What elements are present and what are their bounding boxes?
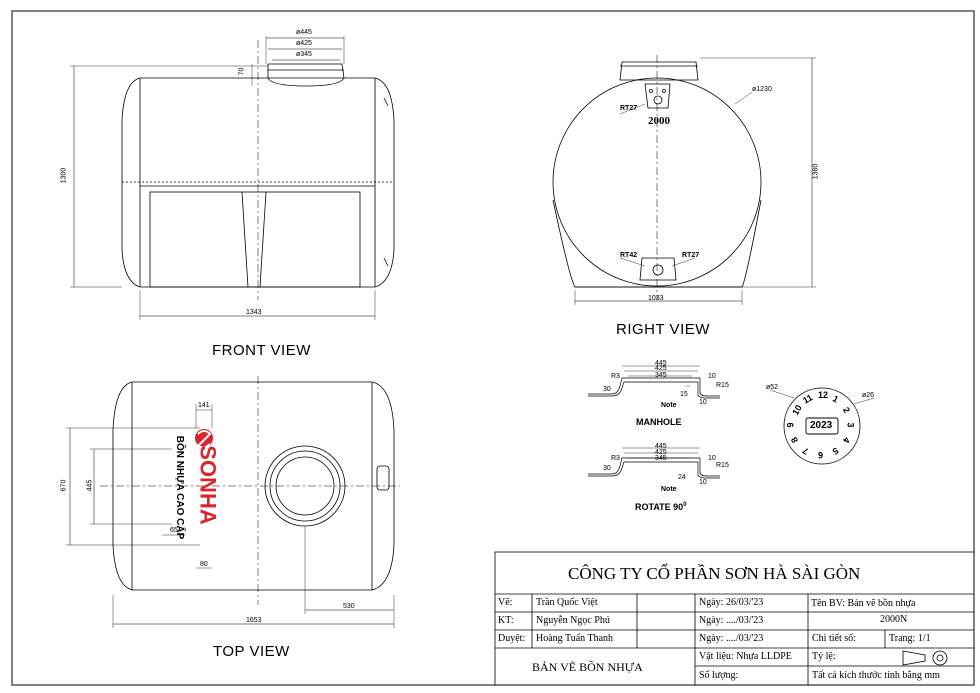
rotate-dim-24: 24 — [678, 474, 686, 481]
right-rt27-top: RT27 — [620, 105, 638, 112]
rotate-dim-10a: 10 — [708, 455, 716, 462]
top-dim-w141: 141 — [198, 402, 210, 409]
rotate-note: Note — [661, 486, 677, 493]
right-view-drawing — [552, 55, 816, 305]
manhole-dim-10b: 10 — [699, 399, 707, 406]
right-view-title: RIGHT VIEW — [616, 321, 710, 338]
company-name: CÔNG TY CỔ PHẦN SƠN HÀ SÀI GÒN — [568, 564, 861, 583]
page-number: Trang: 1/1 — [889, 633, 931, 644]
manhole-dim-445: 445 — [655, 360, 667, 367]
right-dim-w1033: 1033 — [648, 295, 664, 302]
rotate-detail-drawing — [588, 447, 720, 479]
top-dim-h670: 670 — [60, 479, 68, 492]
front-dim-h1300: 1300 — [60, 167, 68, 184]
rotate-degree: 0 — [683, 502, 687, 508]
front-view-title: FRONT VIEW — [212, 342, 311, 359]
front-dim-d445: ø445 — [296, 29, 312, 36]
manhole-dim-15: 15 — [680, 391, 688, 398]
top-dim-w1653: 1653 — [246, 617, 262, 624]
rotate-dim-425: 425 — [655, 449, 667, 456]
top-dim-w65: 65 — [170, 527, 178, 534]
quantity-label: Số lượng: — [699, 670, 739, 681]
right-capacity-label: 2000 — [648, 115, 670, 127]
scale-label: Tỷ lệ: — [812, 651, 836, 662]
stamp-month-12: 12 — [818, 390, 829, 400]
brand-name: SONHA — [195, 445, 221, 525]
manhole-dim-30: 30 — [603, 386, 611, 393]
manhole-dim-345: 345 — [655, 372, 667, 379]
tb-date-drawn: Ngày: 26/03/'23 — [699, 597, 764, 608]
rotate-dim-r3: R3 — [611, 455, 620, 462]
rotate-dim-345: 345 — [655, 455, 667, 462]
tb-date-approved: Ngày: ..../03/'23 — [699, 633, 764, 644]
right-dim-h1360: 1360 — [812, 163, 820, 180]
sheet-border — [11, 10, 975, 686]
stamp-month-9: 9 — [785, 422, 796, 428]
tb-name-drawn: Trần Quốc Việt — [536, 597, 598, 608]
front-view-drawing — [70, 36, 395, 320]
top-dim-h80: 80 — [200, 561, 208, 568]
manhole-detail-drawing — [588, 365, 720, 399]
drawing-title: BẢN VẼ BỒN NHỰA — [532, 660, 643, 674]
manhole-dim-425: 425 — [655, 365, 667, 372]
right-dim-d1230: ø1230 — [752, 86, 772, 93]
manhole-dim-r3: R3 — [611, 373, 620, 380]
units-note: Tất cả kích thước tính bằng mm — [812, 670, 940, 681]
stamp-month-6: 6 — [818, 450, 824, 460]
top-view-title: TOP VIEW — [213, 643, 290, 660]
rotate-title: ROTATE 900 — [635, 502, 687, 512]
top-view-drawing — [66, 376, 400, 628]
stamp-year: 2023 — [810, 420, 833, 431]
right-rt27-bottom: RT27 — [682, 252, 700, 259]
rotate-dim-10b: 10 — [699, 479, 707, 486]
top-dim-h445: 445 — [86, 479, 94, 492]
tb-role-checked: KT: — [498, 615, 514, 626]
sonha-logo-mark — [195, 429, 213, 449]
rotate-dim-445: 445 — [655, 443, 667, 450]
front-dim-h70: 70 — [238, 67, 246, 76]
tb-role-drawn: Vẽ: — [498, 597, 513, 608]
date-stamp-drawing — [769, 387, 875, 465]
rotate-title-text: ROTATE 90 — [635, 502, 684, 512]
front-dim-d345: ø345 — [296, 51, 312, 58]
brand-subtitle: BỒN NHỰA CAO CẤP — [174, 435, 186, 540]
title-block-frame — [494, 551, 975, 686]
rotate-dim-r15: R15 — [716, 462, 729, 469]
front-dim-d425: ø425 — [296, 40, 312, 47]
rotate-dim-30: 30 — [603, 465, 611, 472]
right-rt42: RT42 — [620, 252, 638, 259]
manhole-note: Note — [661, 402, 677, 409]
front-dim-w1343: 1343 — [246, 309, 262, 316]
stamp-dim-d52: ø52 — [766, 384, 779, 391]
material-label: Vật liệu: Nhựa LLDPE — [699, 651, 792, 662]
tb-name-approved: Hoàng Tuấn Thanh — [536, 633, 614, 644]
tb-date-checked: Ngày: ..../03/'23 — [699, 615, 764, 626]
manhole-dim-r15: R15 — [716, 382, 729, 389]
manhole-title: MANHOLE — [636, 417, 682, 427]
top-dim-w530: 530 — [343, 603, 355, 610]
drawing-name-label: Tên BV: Bản vẽ bồn nhựa — [811, 598, 916, 609]
scale-symbol — [902, 650, 948, 666]
tb-name-checked: Nguyễn Ngọc Phú — [536, 615, 610, 626]
tb-role-approved: Duyệt: — [498, 633, 526, 644]
detail-number-label: Chi tiết số: — [812, 633, 856, 644]
manhole-dim-10a: 10 — [708, 373, 716, 380]
drawing-code: 2000N — [880, 614, 908, 625]
stamp-dim-d26: ø26 — [862, 392, 875, 399]
stamp-month-3: 3 — [845, 422, 856, 428]
